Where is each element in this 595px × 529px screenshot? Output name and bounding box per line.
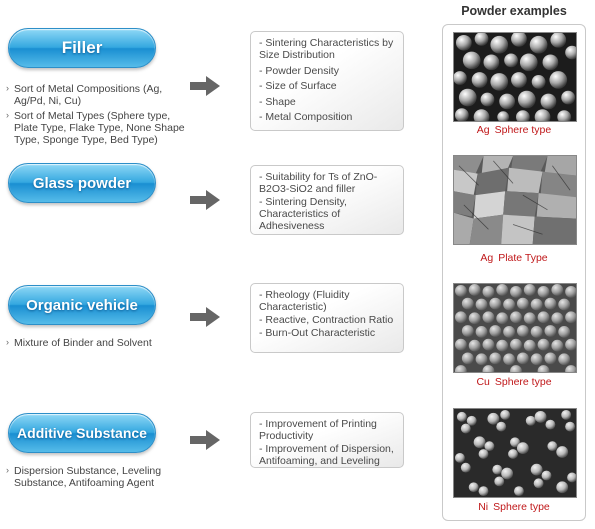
organic-vehicle-notes: Mixture of Binder and Solvent	[6, 336, 191, 352]
organic-vehicle-property-2: - Reactive, Contraction Ratio	[259, 314, 394, 326]
organic-vehicle-property-1: - Rheology (Fluidity Characteristic)	[259, 289, 350, 313]
filler-property-4: - Shape	[259, 95, 296, 108]
cu-sphere-caption: Cu Sphere type	[442, 376, 586, 388]
powder-examples-title: Powder examples	[461, 4, 567, 18]
ag-plate-caption: Ag Plate Type	[442, 252, 586, 264]
ag-plate-type: Plate Type	[498, 252, 548, 264]
glass-powder-category-pill: Glass powder	[8, 163, 156, 203]
additive-substance-notes: Dispersion Substance, Leveling Substance…	[6, 464, 191, 492]
ag-plate-micrograph	[453, 155, 577, 245]
organic-vehicle-arrow-icon	[190, 307, 220, 327]
ni-sphere-metal: Ni	[478, 501, 489, 513]
ag-plate-metal: Ag	[480, 252, 494, 264]
additive-substance-note-1: Dispersion Substance, Leveling Substance…	[6, 464, 191, 489]
glass-powder-label: Glass powder	[32, 174, 132, 192]
organic-vehicle-label: Organic vehicle	[26, 296, 138, 314]
cu-sphere-type: Sphere type	[494, 376, 552, 388]
cu-sphere-micrograph	[453, 283, 577, 373]
organic-vehicle-properties-box: - Rheology (Fluidity Characteristic) - R…	[250, 283, 404, 353]
ag-sphere-type: Sphere type	[494, 124, 552, 136]
filler-property-3: - Size of Surface	[259, 80, 337, 92]
filler-category-pill: Filler	[8, 28, 156, 68]
organic-vehicle-property-3: - Burn-Out Characteristic	[259, 327, 376, 339]
ag-sphere-micrograph	[453, 32, 577, 122]
additive-substance-category-pill: Additive Substance	[8, 413, 156, 453]
filler-arrow-icon	[190, 76, 220, 96]
filler-property-1: - Sintering Characteristics by Size Dist…	[259, 37, 394, 61]
organic-vehicle-category-pill: Organic vehicle	[8, 285, 156, 325]
cu-sphere-metal: Cu	[476, 376, 490, 388]
filler-property-5: - Metal Composition	[259, 111, 353, 123]
ni-sphere-micrograph	[453, 408, 577, 498]
additive-substance-property-1: - Improvement of Printing Productivity	[259, 418, 377, 442]
ag-sphere-metal: Ag	[476, 124, 490, 136]
additive-substance-properties-box: - Improvement of Printing Productivity -…	[250, 412, 404, 468]
ag-sphere-caption: Ag Sphere type	[442, 124, 586, 136]
glass-powder-arrow-icon	[190, 190, 220, 210]
filler-notes: Sort of Metal Compositions (Ag, Ag/Pd, N…	[6, 82, 191, 149]
additive-substance-arrow-icon	[190, 430, 220, 450]
additive-substance-property-2: - Improvement of Dispersion, Antifoaming…	[259, 443, 394, 467]
filler-label: Filler	[61, 38, 103, 57]
glass-powder-property-1: - Suitability for Ts of ZnO-B2O3-SiO2 an…	[259, 171, 378, 195]
filler-note-2: Sort of Metal Types (Sphere type, Plate …	[6, 109, 191, 146]
glass-powder-properties-box: - Suitability for Ts of ZnO-B2O3-SiO2 an…	[250, 165, 404, 235]
filler-property-2: - Powder Density	[259, 64, 339, 77]
ni-sphere-type: Sphere type	[493, 501, 550, 513]
ni-sphere-caption: Ni Sphere type	[442, 501, 586, 513]
glass-powder-property-2: - Sintering Density, Characteristics of …	[259, 196, 347, 232]
filler-properties-box: - Sintering Characteristics by Size Dist…	[250, 31, 404, 131]
organic-vehicle-note-1: Mixture of Binder and Solvent	[6, 336, 191, 349]
additive-substance-label: Additive Substance	[17, 425, 147, 441]
filler-note-1: Sort of Metal Compositions (Ag, Ag/Pd, N…	[6, 82, 191, 107]
